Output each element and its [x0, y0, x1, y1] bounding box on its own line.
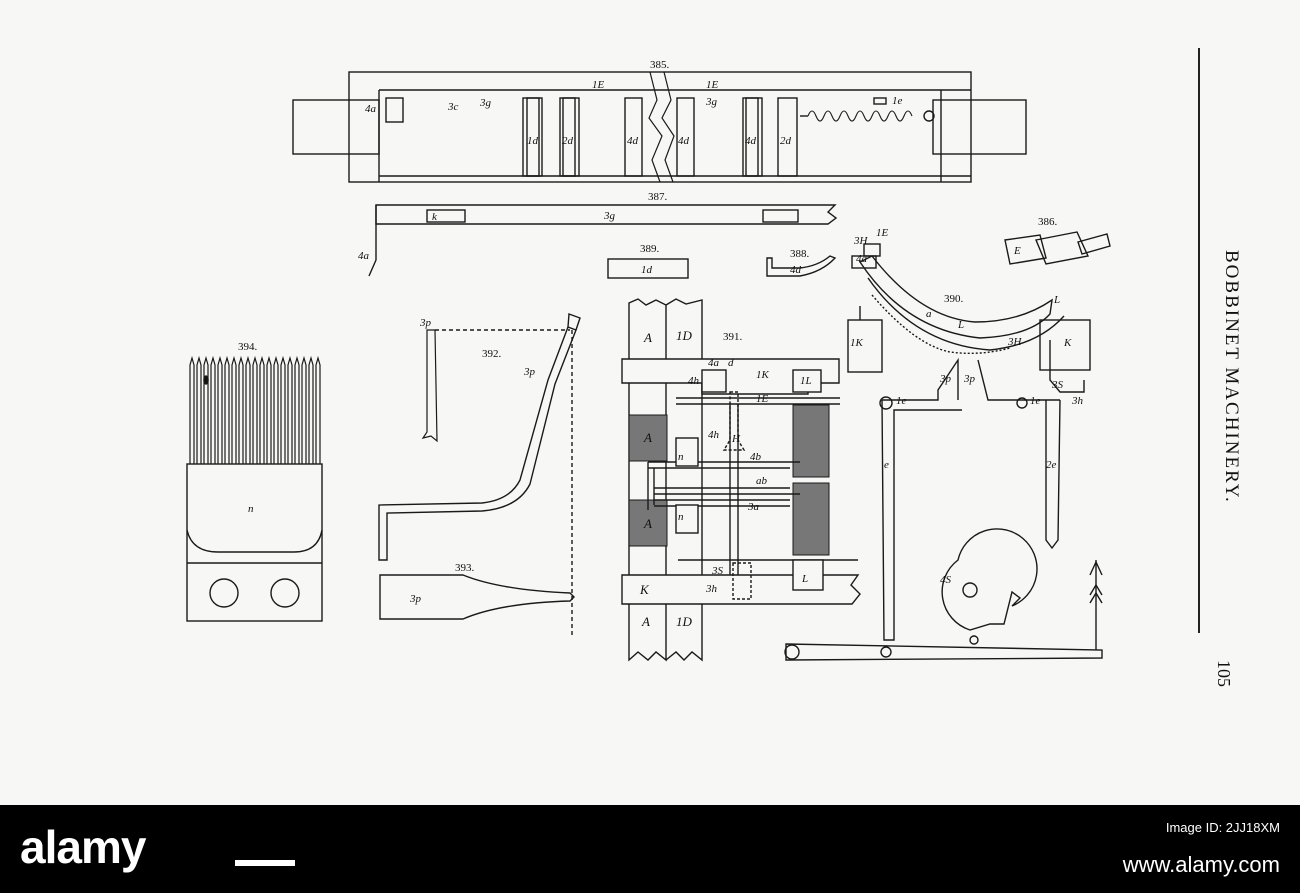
label: 3g: [479, 97, 492, 109]
label: 4h: [708, 429, 720, 441]
label: 4b: [750, 451, 762, 463]
watermark-bar: [0, 805, 1300, 893]
label: K: [1063, 337, 1072, 349]
figure-390: [784, 243, 1103, 661]
label: 1e: [896, 395, 907, 407]
label: 3a: [747, 501, 760, 513]
label: 1E: [876, 227, 889, 239]
figure-393: [379, 574, 575, 620]
label: 3p: [939, 373, 952, 385]
label: 3S: [711, 565, 724, 577]
label: 1e: [892, 95, 903, 107]
figure-389: [607, 258, 689, 279]
label: e: [884, 459, 889, 471]
label: 3p: [409, 593, 422, 605]
label: 4a: [358, 250, 370, 262]
label: E: [1013, 245, 1021, 257]
label: A: [641, 614, 650, 629]
figure-387: [368, 204, 838, 277]
label: A: [643, 430, 652, 445]
label: 3p: [963, 373, 976, 385]
label: 3h: [705, 583, 718, 595]
label: d: [728, 357, 734, 369]
fig-389-number: 389.: [640, 243, 660, 255]
label: 3p: [523, 366, 536, 378]
label: k: [432, 211, 438, 223]
page-number: 105: [1214, 660, 1234, 700]
label: 4h: [688, 375, 700, 387]
engraving-plate: 385. 387. 389. 388. 386. 390. 394. 392. …: [186, 59, 1111, 662]
label: 3g: [705, 96, 718, 108]
fig-390-number: 390.: [944, 293, 964, 305]
label: 2d: [780, 135, 792, 147]
fig-386-number: 386.: [1038, 216, 1058, 228]
label: 3p: [419, 317, 432, 329]
label: L: [957, 319, 964, 331]
label: L: [801, 573, 808, 585]
label: K: [639, 582, 650, 597]
running-title-text: BOBBINET MACHINERY.: [1221, 250, 1242, 504]
label: 1E: [592, 79, 605, 91]
label: 3H: [1007, 336, 1023, 348]
side-rule: [1198, 48, 1200, 633]
fig-392-number: 392.: [482, 348, 502, 360]
label: ab: [756, 475, 768, 487]
label: 1K: [850, 337, 864, 349]
book-page: 385. 387. 389. 388. 386. 390. 394. 392. …: [186, 48, 1242, 700]
label: H: [731, 433, 741, 445]
fig-393-number: 393.: [455, 562, 475, 574]
label: 1L: [800, 375, 812, 387]
alamy-logo: alamy: [20, 821, 146, 873]
label: 4d: [745, 135, 757, 147]
label: 4d: [790, 264, 802, 276]
label: A: [643, 516, 652, 531]
figure-386: [1004, 231, 1111, 265]
label: 1E: [706, 79, 719, 91]
figure-394: [186, 355, 323, 622]
label: 1D: [676, 328, 693, 343]
source-url: www.alamy.com: [1122, 852, 1280, 877]
fig-385-number: 385.: [650, 59, 670, 71]
fig-391-number: 391.: [723, 331, 743, 343]
label: n: [678, 511, 684, 523]
image-id: Image ID: 2JJ18XM: [1165, 820, 1280, 835]
fig-394-number: 394.: [238, 341, 258, 353]
label: 3c: [447, 101, 459, 113]
alamy-logo-mark: [235, 860, 295, 866]
running-title: BOBBINET MACHINERY.: [1221, 250, 1242, 504]
figure-388: [766, 255, 837, 277]
label: 1d: [641, 264, 653, 276]
label: 4a: [365, 103, 377, 115]
label: 1K: [756, 369, 770, 381]
label: 4S: [940, 574, 952, 586]
label: 2e: [1046, 459, 1057, 471]
fig-387-number: 387.: [648, 191, 668, 203]
label: 4d: [678, 135, 690, 147]
label: A: [643, 330, 652, 345]
label: 2d: [562, 135, 574, 147]
label: 4d: [627, 135, 639, 147]
label: 3h: [1071, 395, 1084, 407]
label: 4a: [856, 253, 868, 265]
figure-392: [378, 313, 581, 635]
label: 1d: [527, 135, 539, 147]
label: n: [678, 451, 684, 463]
label: n: [248, 503, 254, 515]
label: 3S: [1051, 379, 1064, 391]
label: a: [926, 308, 932, 320]
figure-385: [292, 71, 1027, 183]
fig-388-number: 388.: [790, 248, 810, 260]
page-number-text: 105: [1214, 660, 1234, 687]
label: 3g: [603, 210, 616, 222]
label: L: [1053, 294, 1060, 306]
figure-391: [621, 298, 861, 662]
label: 1D: [676, 614, 693, 629]
label: 1E: [756, 393, 769, 405]
label: 3H: [853, 235, 869, 247]
label: 1e: [1030, 395, 1041, 407]
label: 4a: [708, 357, 720, 369]
